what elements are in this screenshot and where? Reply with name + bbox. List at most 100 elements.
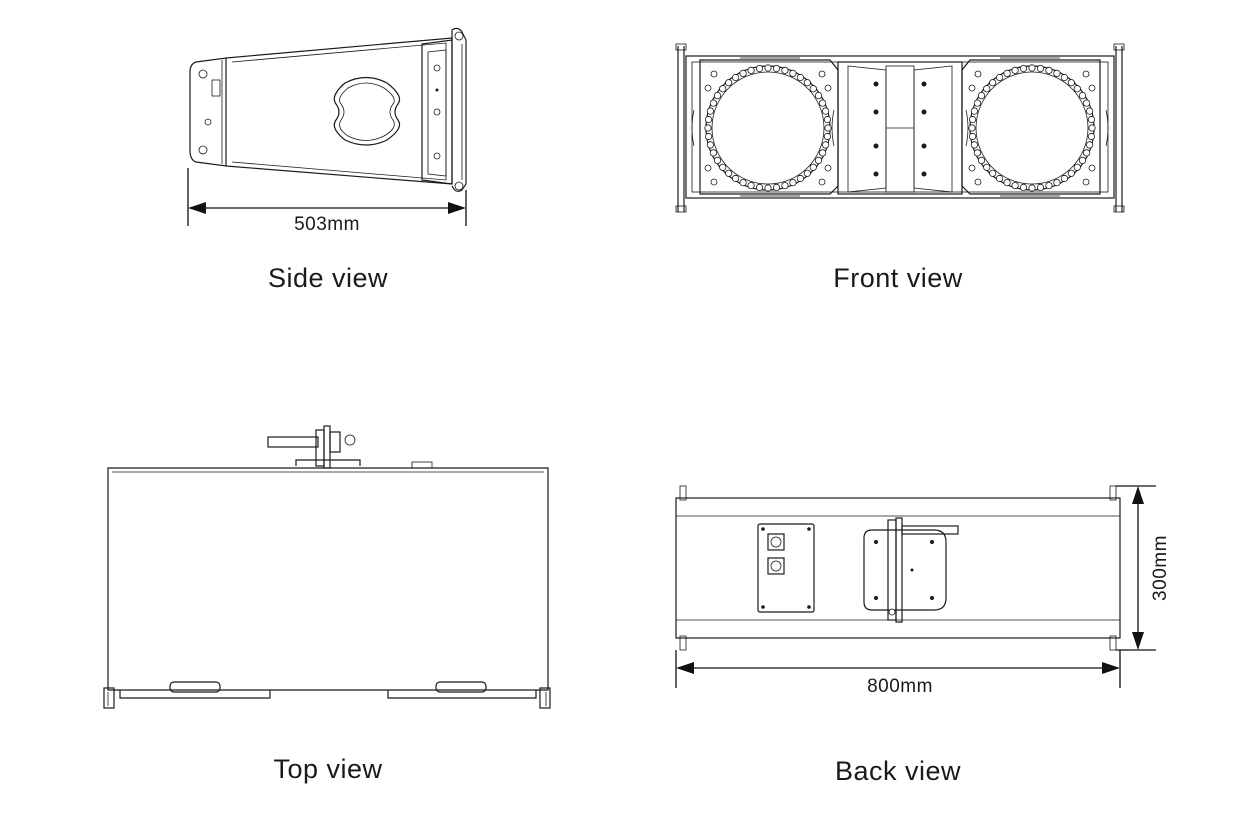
port-hole: [1053, 179, 1061, 187]
port-hole: [970, 107, 979, 115]
corner-hole: [968, 164, 976, 172]
side-view-drawing: [189, 27, 467, 192]
port-hole: [1060, 73, 1069, 82]
port-hole: [704, 115, 713, 124]
corner-hole: [824, 164, 832, 172]
side-view-dimension: [187, 168, 467, 226]
back-view-title: Back view: [835, 756, 961, 786]
port-hole: [968, 132, 977, 141]
corner-hole: [974, 70, 982, 78]
port-hole: [1086, 141, 1094, 149]
port-hole: [764, 64, 772, 72]
port-hole: [968, 124, 976, 132]
port-hole: [1036, 183, 1045, 191]
port-hole: [1067, 169, 1075, 177]
top-view-drawing: [103, 425, 551, 709]
side-view-dimension-label: 503mm: [294, 214, 360, 235]
port-hole: [1045, 66, 1053, 75]
port-hole: [739, 69, 747, 78]
port-hole: [709, 149, 718, 157]
back-view-width-label: 800mm: [867, 676, 933, 697]
front-view-drawing: [675, 43, 1125, 213]
corner-hole: [968, 84, 976, 92]
port-hole: [796, 174, 805, 183]
port-hole: [973, 149, 982, 157]
port-hole: [725, 79, 733, 87]
port-hole: [823, 132, 832, 141]
port-hole: [781, 66, 789, 75]
corner-hole: [818, 70, 826, 78]
port-hole: [719, 163, 727, 171]
port-hole: [1078, 156, 1087, 164]
port-hole: [789, 179, 797, 187]
port-hole: [989, 79, 997, 87]
port-hole: [731, 73, 740, 82]
port-hole: [772, 65, 781, 73]
side-view-title: Side view: [268, 263, 388, 293]
port-hole: [706, 141, 715, 149]
port-hole: [731, 174, 740, 183]
back-view-height-dimension: [1116, 485, 1156, 651]
port-hole: [709, 99, 718, 107]
port-hole: [995, 174, 1004, 183]
port-hole: [821, 141, 830, 149]
port-hole: [809, 85, 817, 93]
port-hole: [973, 99, 982, 107]
corner-hole: [1088, 164, 1096, 172]
back-view-width-dimension: [675, 650, 1121, 688]
port-hole: [1083, 99, 1091, 107]
port-hole: [1003, 69, 1011, 78]
port-hole: [823, 115, 832, 124]
port-hole: [803, 169, 811, 177]
port-hole: [1083, 149, 1091, 157]
back-view-drawing: [675, 485, 1121, 651]
corner-hole: [824, 84, 832, 92]
port-hole: [1087, 115, 1096, 124]
port-hole: [1011, 66, 1019, 75]
port-hole: [747, 66, 755, 75]
port-hole: [706, 107, 715, 115]
top-view-title: Top view: [273, 754, 382, 784]
port-hole: [713, 92, 722, 100]
corner-hole: [704, 84, 712, 92]
port-hole: [1088, 124, 1096, 132]
port-hole: [747, 182, 755, 190]
port-hole: [781, 182, 789, 190]
port-hole: [1073, 85, 1081, 93]
port-hole: [1067, 79, 1075, 87]
port-hole: [803, 79, 811, 87]
front-view-title: Front view: [833, 263, 963, 293]
port-hole: [1011, 182, 1019, 190]
port-hole: [1019, 183, 1028, 191]
port-hole: [1003, 179, 1011, 187]
port-hole: [1053, 69, 1061, 78]
port-hole: [1078, 92, 1087, 100]
port-hole: [1036, 65, 1045, 73]
corner-hole: [710, 70, 718, 78]
port-hole: [1060, 174, 1069, 183]
corner-hole: [1088, 84, 1096, 92]
port-hole: [725, 169, 733, 177]
corner-hole: [1082, 178, 1090, 186]
port-hole: [1087, 132, 1096, 141]
port-hole: [755, 65, 764, 73]
port-hole: [1073, 163, 1081, 171]
port-hole: [719, 85, 727, 93]
port-hole: [977, 156, 986, 164]
back-view-height-label: 300mm: [1150, 535, 1171, 601]
corner-hole: [974, 178, 982, 186]
port-hole: [755, 183, 764, 191]
port-hole: [1045, 182, 1053, 190]
port-hole: [1028, 64, 1036, 72]
port-hole: [983, 85, 991, 93]
port-hole: [824, 124, 832, 132]
port-hole: [995, 73, 1004, 82]
port-hole: [764, 184, 772, 192]
port-hole: [772, 183, 781, 191]
port-hole: [713, 156, 722, 164]
corner-hole: [710, 178, 718, 186]
port-hole: [704, 132, 713, 141]
port-hole: [796, 73, 805, 82]
